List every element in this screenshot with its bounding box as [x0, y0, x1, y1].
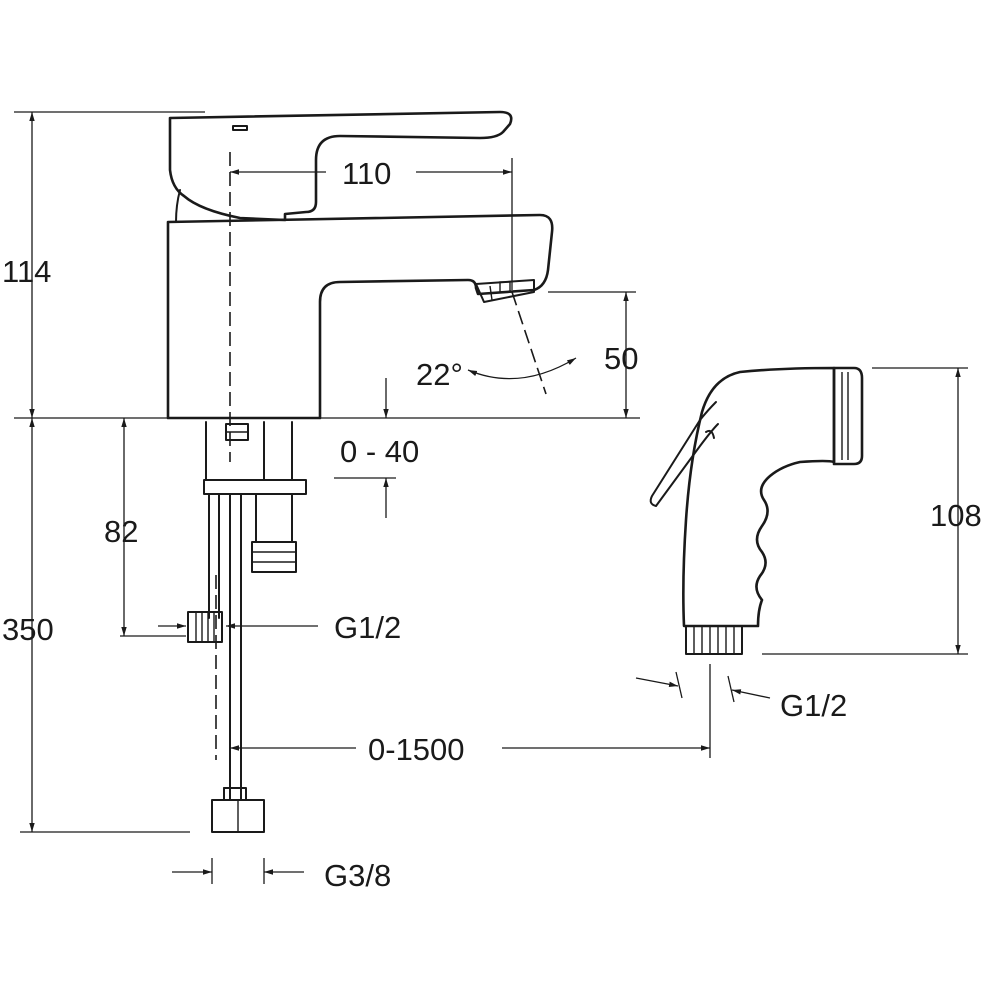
side-inlet-fitting: [187, 611, 223, 643]
mounting-plate: [203, 479, 307, 495]
dim-label-height-total: 114: [2, 254, 51, 289]
mounting-assembly: [187, 421, 307, 833]
hand-shower-trigger: [649, 401, 719, 507]
dimension-lines: [14, 111, 968, 884]
temperature-mark-icon: [232, 125, 248, 131]
hand-shower-thread: [685, 625, 743, 655]
dim-label-deck-thickness: 0 - 40: [340, 434, 419, 469]
dim-label-inlet-thread: G1/2: [334, 610, 401, 645]
dim-label-hose-length: 350: [2, 612, 54, 647]
dim-label-spout-angle: 22°: [416, 357, 463, 392]
hand-shower: [649, 366, 864, 655]
dim-label-inlet-height: 82: [104, 514, 138, 549]
hand-shower-body: [682, 366, 836, 628]
dim-label-spout-reach: 110: [342, 156, 391, 191]
dim-label-hose-reach: 0-1500: [368, 732, 465, 767]
dim-label-supply-thread: G3/8: [324, 858, 391, 893]
dim-label-shower-height: 108: [930, 498, 982, 533]
dim-label-spout-height: 50: [604, 341, 638, 376]
faucet-spout: [166, 213, 554, 420]
faucet-lever: [168, 110, 513, 222]
aerator: [475, 279, 535, 303]
faucet-outline: [166, 110, 554, 420]
dim-label-shower-thread: G1/2: [780, 688, 847, 723]
